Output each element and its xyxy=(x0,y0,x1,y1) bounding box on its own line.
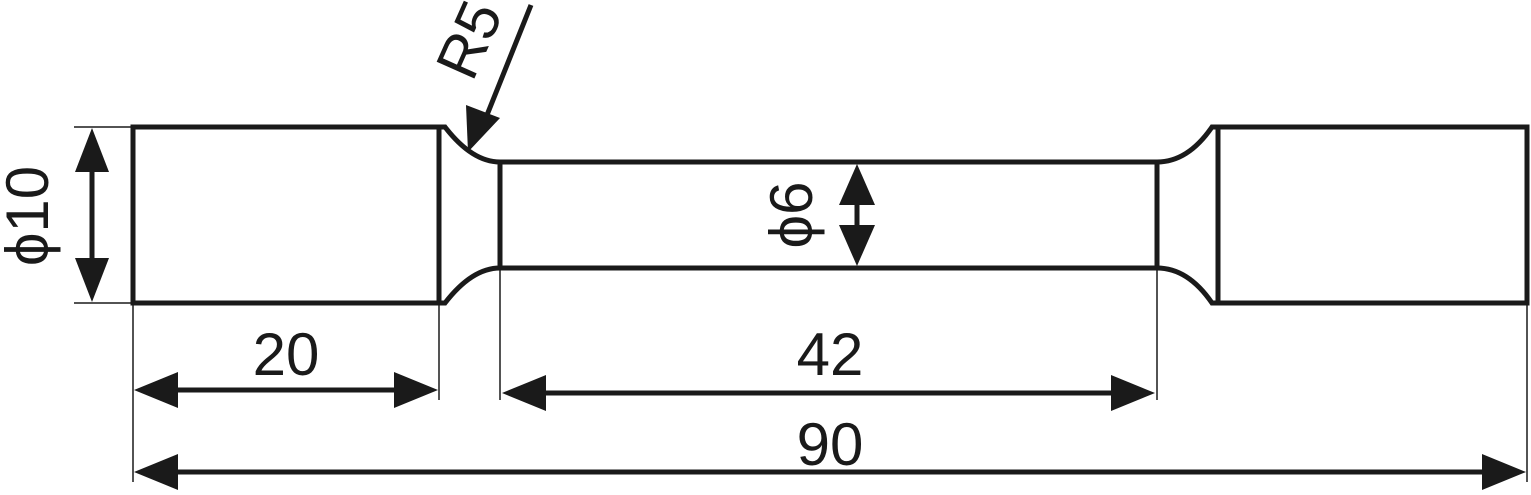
left-grip xyxy=(130,124,442,306)
gauge-length-arrow-right xyxy=(1111,375,1155,411)
right-grip xyxy=(1215,124,1530,306)
gauge-diameter-label: ϕ6 xyxy=(758,182,825,249)
grip-diameter-arrow-top xyxy=(75,128,109,172)
gauge-diameter-arrow-top xyxy=(839,164,875,205)
total-length-dimension: 90 xyxy=(134,411,1526,490)
grip-diameter-label: ϕ10 xyxy=(0,166,61,266)
gauge-length-arrow-left xyxy=(502,375,546,411)
grip-diameter-arrow-bottom xyxy=(75,258,109,302)
grip-length-arrow-left xyxy=(134,372,178,408)
total-length-arrow-left xyxy=(134,454,178,490)
gauge-diameter-dimension: ϕ6 xyxy=(758,164,875,266)
radius-leader-arrow xyxy=(466,105,500,152)
gauge-length-label: 42 xyxy=(797,321,864,388)
left-fillet-bottom xyxy=(439,265,501,306)
gauge-diameter-arrow-bottom xyxy=(839,225,875,266)
grip-length-label: 20 xyxy=(253,321,320,388)
right-fillet-bottom xyxy=(1156,265,1218,306)
gauge-section xyxy=(497,159,1160,271)
specimen-outline xyxy=(130,124,1530,306)
total-length-arrow-right xyxy=(1482,454,1526,490)
right-fillet-top xyxy=(1156,124,1218,165)
grip-diameter-dimension: ϕ10 xyxy=(0,128,109,302)
grip-length-arrow-right xyxy=(394,372,438,408)
grip-length-dimension: 20 xyxy=(134,321,438,408)
radius-leader-line xyxy=(482,4,534,121)
total-length-label: 90 xyxy=(797,411,864,478)
left-fillet-top xyxy=(439,124,501,165)
gauge-length-dimension: 42 xyxy=(502,321,1155,411)
extension-lines xyxy=(74,126,1528,482)
